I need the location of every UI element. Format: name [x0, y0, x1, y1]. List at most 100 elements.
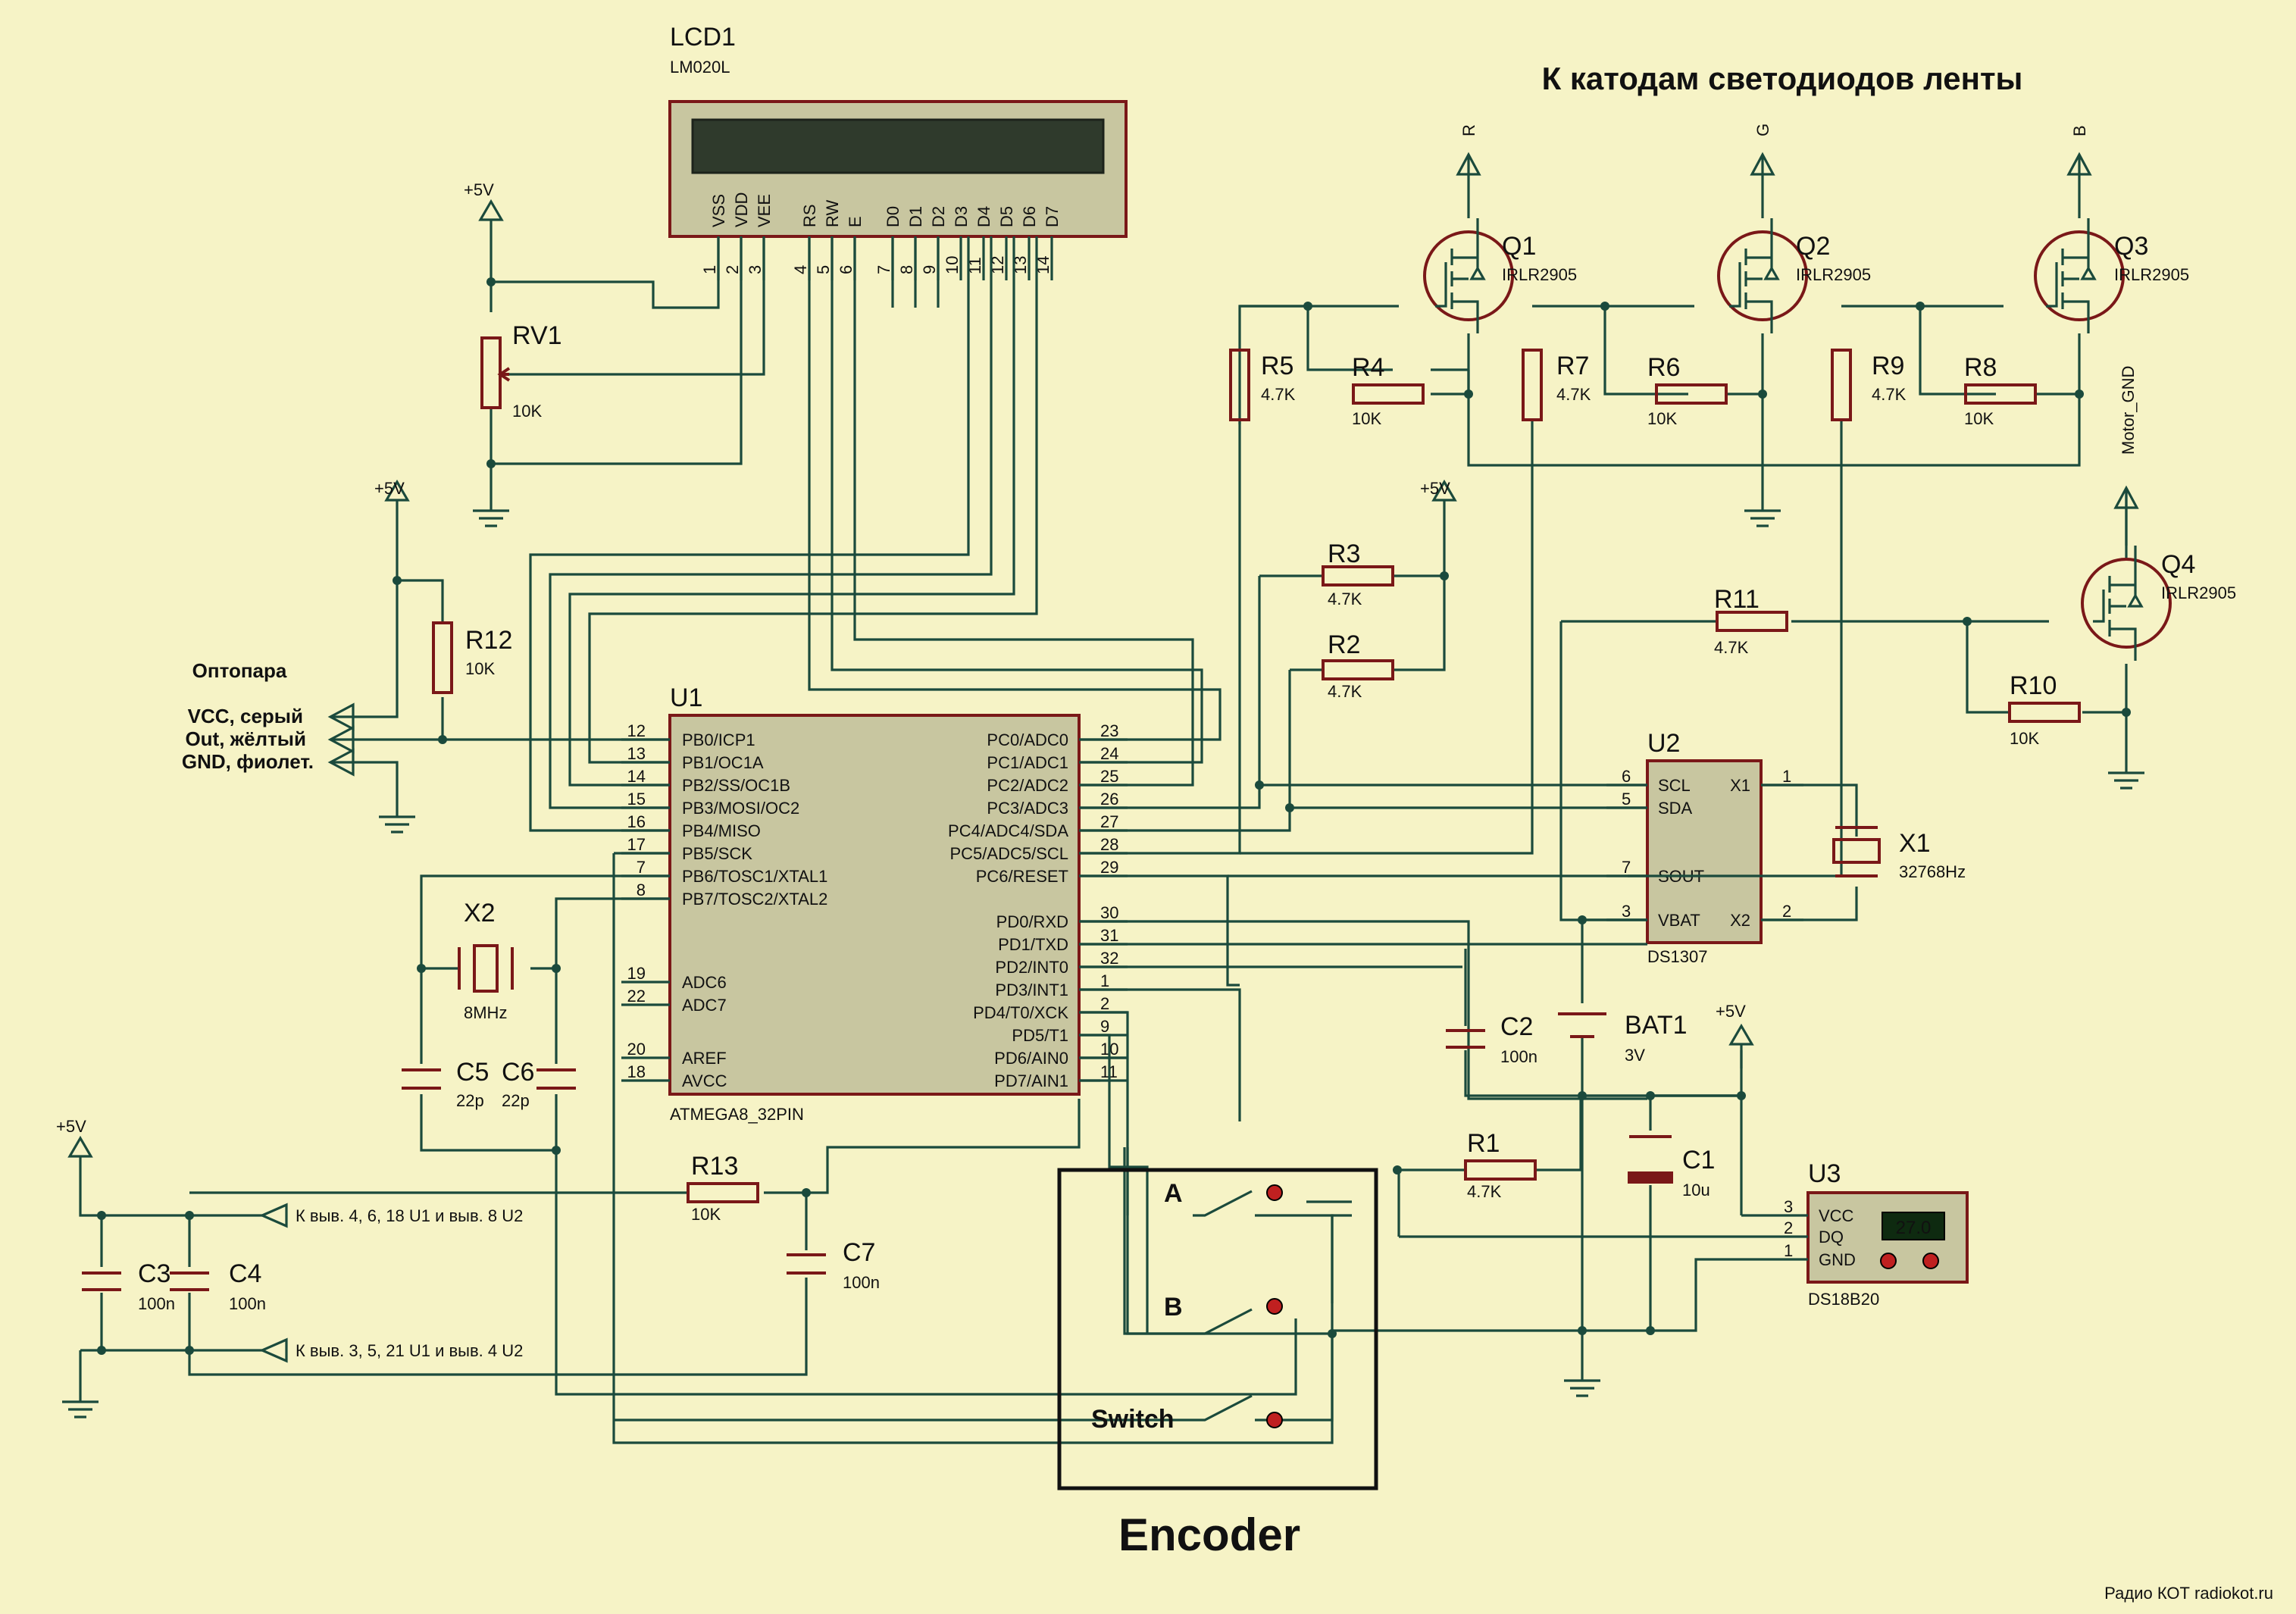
encoder-block: A B Switch — [1057, 1168, 1378, 1490]
r12-value: 10K — [465, 659, 495, 678]
lcd-pin-name: RS — [800, 204, 819, 227]
encoder-title: Encoder — [1118, 1509, 1300, 1560]
u1-right-pin-name: PD6/AIN0 — [994, 1049, 1068, 1068]
lcd-pin-number: 3 — [746, 265, 765, 274]
r2-value: 4.7K — [1328, 682, 1362, 701]
lcd-pin-number: 11 — [965, 257, 984, 274]
c2-value: 100n — [1500, 1047, 1537, 1066]
battery-bat1 — [1558, 1012, 1606, 1038]
lcd-pin-name: D7 — [1043, 206, 1062, 227]
resistor-bodies — [432, 336, 2081, 1203]
u1-right-pin-number: 1 — [1100, 971, 1109, 990]
lcd-pins: VSS1VDD2VEE3RS4RW5E6D07D18D29D310D411D51… — [700, 192, 1062, 280]
lcd-pin-number: 10 — [943, 256, 962, 274]
u1-right-pin-number: 25 — [1100, 767, 1118, 786]
u2-pin-number: 3 — [1622, 902, 1631, 921]
lcd-pin-number: 1 — [700, 265, 719, 274]
u3-model: DS18B20 — [1808, 1290, 1879, 1309]
r8-value: 10K — [1964, 409, 1994, 428]
lcd-pin-number: 4 — [791, 265, 810, 274]
u1-right-pin-name: PC5/ADC5/SCL — [949, 844, 1068, 863]
u2-pin-name: SDA — [1658, 799, 1693, 818]
u1-right-pin-number: 2 — [1100, 994, 1109, 1013]
u1-model: ATMEGA8_32PIN — [670, 1105, 804, 1124]
opto-title: Оптопара — [192, 659, 287, 682]
q4-ref: Q4 — [2161, 550, 2195, 579]
u1-right-pin-number: 30 — [1100, 903, 1118, 922]
lcd-pin-name: E — [846, 216, 865, 227]
c6-ref: C6 — [502, 1058, 534, 1087]
u1-right-pin-name: PC4/ADC4/SDA — [948, 821, 1068, 840]
q3-model: IRLR2905 — [2114, 265, 2189, 284]
u1-right-pin-name: PD1/TXD — [998, 935, 1068, 954]
lcd-pin-number: 6 — [837, 265, 856, 274]
c4-value: 100n — [229, 1294, 266, 1313]
u2-pin-name: VBAT — [1658, 911, 1700, 930]
watermark: Радио КОТ radiokot.ru — [2104, 1584, 2273, 1603]
r7-ref: R7 — [1556, 352, 1589, 380]
u1-left-pin-number: 16 — [627, 812, 646, 831]
opto-vcc: VCC, серый — [188, 705, 303, 727]
u2-pin-number: 7 — [1622, 858, 1631, 877]
u1-left-pin-name: ADC7 — [682, 996, 727, 1015]
u3-pin-number: 1 — [1784, 1241, 1793, 1260]
u1-left-pin-number: 8 — [637, 881, 646, 899]
r8-ref: R8 — [1964, 353, 1997, 382]
r13-ref: R13 — [691, 1152, 738, 1181]
u1-right-pin-name: PD2/INT0 — [995, 958, 1068, 977]
lcd-pin-name: VDD — [732, 192, 751, 227]
banner-title: К катодам светодиодов ленты — [1542, 61, 2023, 96]
bat1-value: 3V — [1625, 1046, 1645, 1065]
c1-value: 10u — [1682, 1181, 1710, 1200]
lcd-pin-name: D6 — [1020, 206, 1039, 227]
u1-left-pin-name: PB6/TOSC1/XTAL1 — [682, 867, 827, 886]
lcd-pin-name: D3 — [952, 206, 971, 227]
opto-arrows — [327, 702, 355, 777]
u1-left-pin-name: AVCC — [682, 1071, 727, 1090]
u1-left-pin-name: AREF — [682, 1049, 727, 1068]
r6-ref: R6 — [1647, 353, 1680, 382]
net-motor-gnd: Motor_GND — [2119, 366, 2138, 455]
q1-model: IRLR2905 — [1502, 265, 1577, 284]
note-arrows — [259, 1203, 288, 1363]
u1-left-pin-number: 14 — [627, 767, 646, 786]
u2-pin-name: X1 — [1730, 776, 1750, 795]
c7-ref: C7 — [843, 1238, 875, 1267]
r5-ref: R5 — [1261, 352, 1293, 380]
q2-model: IRLR2905 — [1796, 265, 1871, 284]
c3-ref: C3 — [138, 1259, 170, 1288]
u2-pin-name: SCL — [1658, 776, 1691, 795]
u3-ref: U3 — [1808, 1159, 1841, 1188]
lcd-pin-number: 8 — [897, 265, 916, 274]
c1-ref: C1 — [1682, 1146, 1715, 1175]
r3-ref: R3 — [1328, 540, 1360, 568]
u1-left-pin-number: 18 — [627, 1062, 646, 1081]
net-g: G — [1753, 124, 1772, 136]
u1-right-pin-name: PD5/T1 — [1012, 1026, 1068, 1045]
crystal-x2 — [458, 944, 514, 993]
u2-pin-number: 5 — [1622, 790, 1631, 809]
u1-right-pin-number: 9 — [1100, 1017, 1109, 1036]
u1-right-pin-number: 26 — [1100, 790, 1118, 809]
r11-ref: R11 — [1714, 585, 1760, 614]
c4-ref: C4 — [229, 1259, 261, 1288]
u1-left-pin-number: 12 — [627, 721, 646, 740]
component-labels: Q1 IRLR2905 Q2 IRLR2905 Q3 IRLR2905 Q4 I… — [138, 124, 2236, 1313]
lcd-model: LM020L — [670, 58, 730, 77]
u1-left-pin-name: PB4/MISO — [682, 821, 761, 840]
u1-right-pin-name: PD4/T0/XCK — [973, 1003, 1068, 1022]
opto-out: Out, жёлтый — [185, 727, 306, 750]
u1-mcu: U1 ATMEGA8_32PIN PB0/ICP112PB1/OC1A13PB2… — [621, 683, 1128, 1124]
lcd-pin-name: RW — [823, 200, 842, 227]
x2-ref: X2 — [464, 899, 496, 927]
r9-ref: R9 — [1872, 352, 1904, 380]
c7-value: 100n — [843, 1273, 880, 1292]
u3-pin-number: 3 — [1784, 1197, 1793, 1216]
r1-value: 4.7K — [1467, 1182, 1502, 1201]
r3-value: 4.7K — [1328, 590, 1362, 608]
x1-ref: X1 — [1899, 829, 1931, 858]
